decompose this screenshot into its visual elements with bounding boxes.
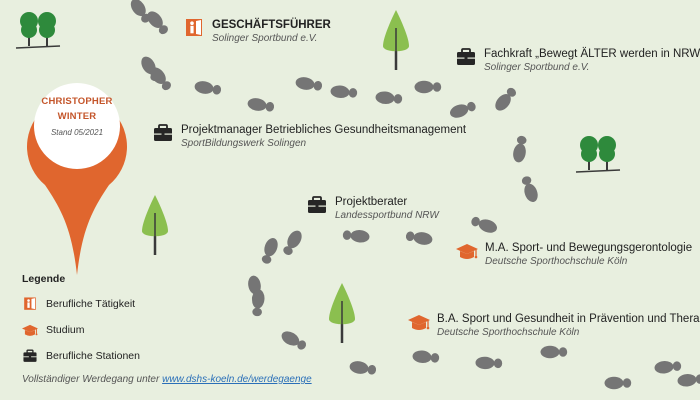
graduation-cap-icon — [22, 324, 38, 337]
station-subtitle: Landessportbund NRW — [335, 210, 439, 221]
legend-item: Studium — [22, 317, 140, 343]
briefcase-icon — [153, 124, 173, 142]
station-title: GESCHÄFTSFÜHRER — [212, 19, 331, 31]
legend-item: Berufliche Tätigkeit — [22, 291, 140, 317]
briefcase-icon — [456, 48, 476, 66]
station-ma: M.A. Sport- und Bewegungsgerontologie De… — [456, 241, 692, 268]
station-title: B.A. Sport und Gesundheit in Prävention … — [437, 313, 700, 325]
footer-text: Vollständiger Werdegang unter — [22, 374, 160, 385]
station-geschaeftsfuehrer: GESCHÄFTSFÜHRER Solinger Sportbund e.V. — [183, 18, 331, 45]
station-title: Projektmanager Betriebliches Gesundheits… — [181, 124, 467, 136]
station-ba: B.A. Sport und Gesundheit in Prävention … — [408, 312, 700, 339]
graduation-cap-icon — [408, 314, 430, 331]
door-person-icon — [24, 297, 36, 310]
person-pin-label: CHRISTOPHER WINTER Stand 05/2021 — [34, 94, 120, 137]
door-person-icon — [186, 19, 202, 36]
person-date: Stand 05/2021 — [50, 128, 104, 137]
station-subtitle: SportBildungswerk Solingen — [181, 138, 307, 149]
tree-icon — [381, 8, 411, 72]
person-name-line2: WINTER — [57, 111, 97, 122]
station-fachkraft: Fachkraft „Bewegt ÄLTER werden in NRW“ S… — [455, 47, 700, 74]
person-name-line1: CHRISTOPHER — [41, 96, 113, 107]
footer: Vollständiger Werdegang unter www.dshs-k… — [22, 374, 312, 385]
legend-item-label: Berufliche Stationen — [46, 350, 140, 362]
tree-icon — [575, 135, 621, 173]
tree-icon — [140, 193, 170, 257]
legend-title: Legende — [22, 273, 66, 285]
location-pin-icon — [27, 83, 128, 275]
station-subtitle: Deutsche Sporthochschule Köln — [485, 256, 628, 267]
station-title: M.A. Sport- und Bewegungsgerontologie — [485, 242, 693, 254]
footer-link[interactable]: www.dshs-koeln.de/werdegaenge — [162, 374, 312, 385]
legend-item-label: Studium — [46, 324, 85, 336]
briefcase-icon — [307, 196, 327, 214]
station-projektmanager: Projektmanager Betriebliches Gesundheits… — [152, 123, 466, 150]
station-projektberater: Projektberater Landessportbund NRW — [306, 195, 439, 222]
briefcase-icon — [22, 349, 38, 363]
legend: Legende Berufliche Tätigkeit Studium Ber… — [22, 273, 140, 369]
legend-item: Berufliche Stationen — [22, 343, 140, 369]
station-title: Fachkraft „Bewegt ÄLTER werden in NRW“ — [484, 48, 700, 60]
graduation-cap-icon — [456, 243, 478, 260]
tree-icon — [327, 281, 357, 345]
legend-item-label: Berufliche Tätigkeit — [46, 298, 136, 310]
station-subtitle: Solinger Sportbund e.V. — [212, 33, 318, 44]
station-subtitle: Solinger Sportbund e.V. — [484, 62, 590, 73]
station-subtitle: Deutsche Sporthochschule Köln — [437, 327, 580, 338]
station-title: Projektberater — [335, 196, 408, 208]
tree-icon — [15, 11, 61, 49]
